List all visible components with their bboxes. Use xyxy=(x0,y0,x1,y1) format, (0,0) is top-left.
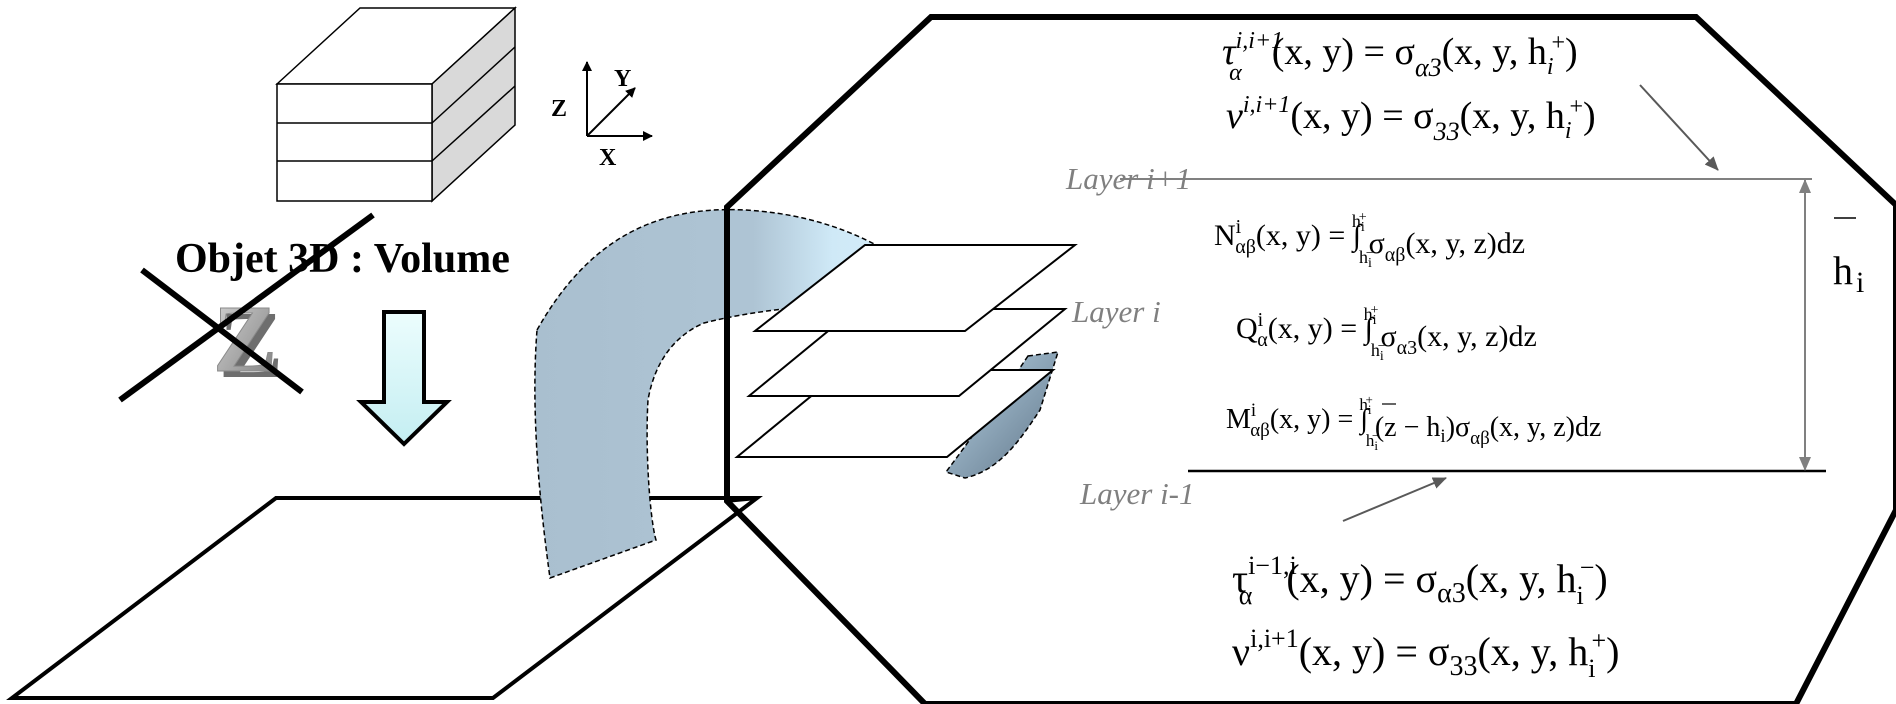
layer-plane-top xyxy=(752,244,1078,332)
axis-z-label: Z xyxy=(551,96,567,122)
thickness-symbol: h xyxy=(1833,248,1853,293)
crossed-z-icon: Z Z xyxy=(118,212,375,403)
axis-y-label: Y xyxy=(614,66,631,92)
axes-triad: Z Y X xyxy=(551,61,653,171)
layer-planes xyxy=(734,244,1078,458)
stacked-volume-box xyxy=(275,6,517,203)
axis-x-label: X xyxy=(599,145,617,171)
down-arrow xyxy=(356,310,452,447)
crossed-z-glyph: Z xyxy=(213,285,277,392)
eq-bot-nu: νi,i+1(x, y) = σ33(x, y, hi+) xyxy=(1232,624,1619,683)
crossed-z-shadow: Z xyxy=(219,291,283,398)
layer-plane-middle xyxy=(746,308,1068,397)
layer-plane-bottom xyxy=(734,369,1056,458)
layer-middle-label: Layer i xyxy=(1071,294,1161,329)
thickness-subscript: i xyxy=(1856,266,1864,299)
thickness-dimension: h i xyxy=(1799,179,1864,471)
zoom-octagon-frame xyxy=(724,14,1896,704)
eq-top-nu: νi,i+1(x, y) = σ33(x, y, hi+) xyxy=(1226,92,1596,146)
top-pointer-arrow xyxy=(1639,84,1719,171)
volume-title: Objet 3D : Volume xyxy=(175,236,510,282)
bottom-pointer-arrow xyxy=(1342,477,1447,522)
layer-lower-label: Layer i-1 xyxy=(1079,476,1195,511)
layer-upper-label: Layer i+1 xyxy=(1065,161,1191,196)
